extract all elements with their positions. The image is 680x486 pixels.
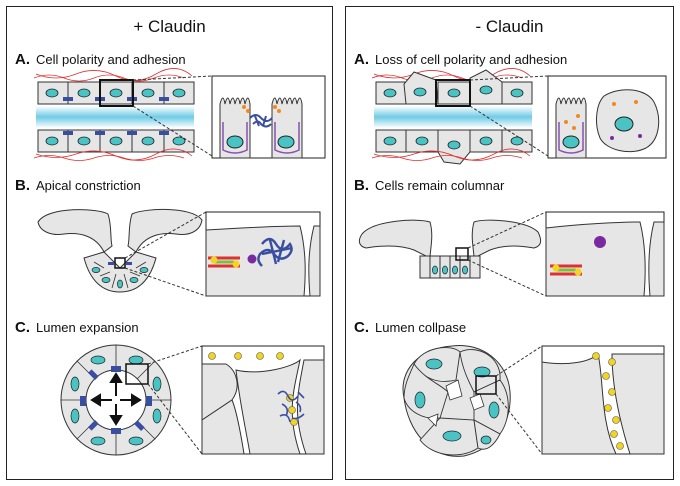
left-section-a-letter: A. bbox=[15, 51, 30, 68]
left-a-epithelium bbox=[33, 68, 213, 161]
left-c-zoom-inset bbox=[201, 345, 325, 455]
panel-title-minus-claudin: - Claudin bbox=[475, 17, 544, 36]
lumen-channel-right bbox=[374, 106, 532, 128]
left-section-b-letter: B. bbox=[15, 177, 30, 194]
right-c-zoom-inset bbox=[541, 345, 665, 455]
left-section-a-label: A. Cell polarity and adhesion bbox=[15, 51, 186, 68]
right-section-a-label: A. Loss of cell polarity and adhesion bbox=[354, 51, 567, 68]
right-a-zoom-inset bbox=[547, 75, 667, 159]
right-section-c-letter: C. bbox=[354, 319, 369, 336]
left-section-b-label: B. Apical constriction bbox=[15, 177, 141, 194]
right-a-epithelium bbox=[371, 68, 549, 165]
right-b-zoom-inset bbox=[545, 211, 665, 297]
left-section-c-label: C. Lumen expansion bbox=[15, 319, 139, 336]
right-section-b-label: B. Cells remain columnar bbox=[354, 177, 504, 194]
left-section-a-text: Cell polarity and adhesion bbox=[36, 52, 186, 67]
right-c-cyst bbox=[402, 345, 543, 457]
right-section-b-text: Cells remain columnar bbox=[375, 178, 505, 193]
left-section-c-letter: C. bbox=[15, 319, 30, 336]
right-section-a-letter: A. bbox=[354, 51, 369, 68]
left-section-c-text: Lumen expansion bbox=[36, 320, 139, 335]
left-c-cyst bbox=[60, 344, 203, 456]
right-b-tissue bbox=[358, 211, 547, 297]
right-section-a-text: Loss of cell polarity and adhesion bbox=[375, 52, 568, 67]
right-section-c-text: Lumen collpase bbox=[375, 320, 467, 335]
left-a-zoom-inset bbox=[211, 75, 326, 159]
left-b-zoom-inset bbox=[205, 211, 321, 297]
left-section-b-text: Apical constriction bbox=[36, 178, 141, 193]
panel-title-plus-claudin: + Claudin bbox=[133, 17, 206, 36]
left-b-tissue bbox=[37, 208, 207, 297]
right-section-b-letter: B. bbox=[354, 177, 369, 194]
right-section-c-label: C. Lumen collpase bbox=[354, 319, 466, 336]
lumen-channel bbox=[36, 106, 194, 128]
